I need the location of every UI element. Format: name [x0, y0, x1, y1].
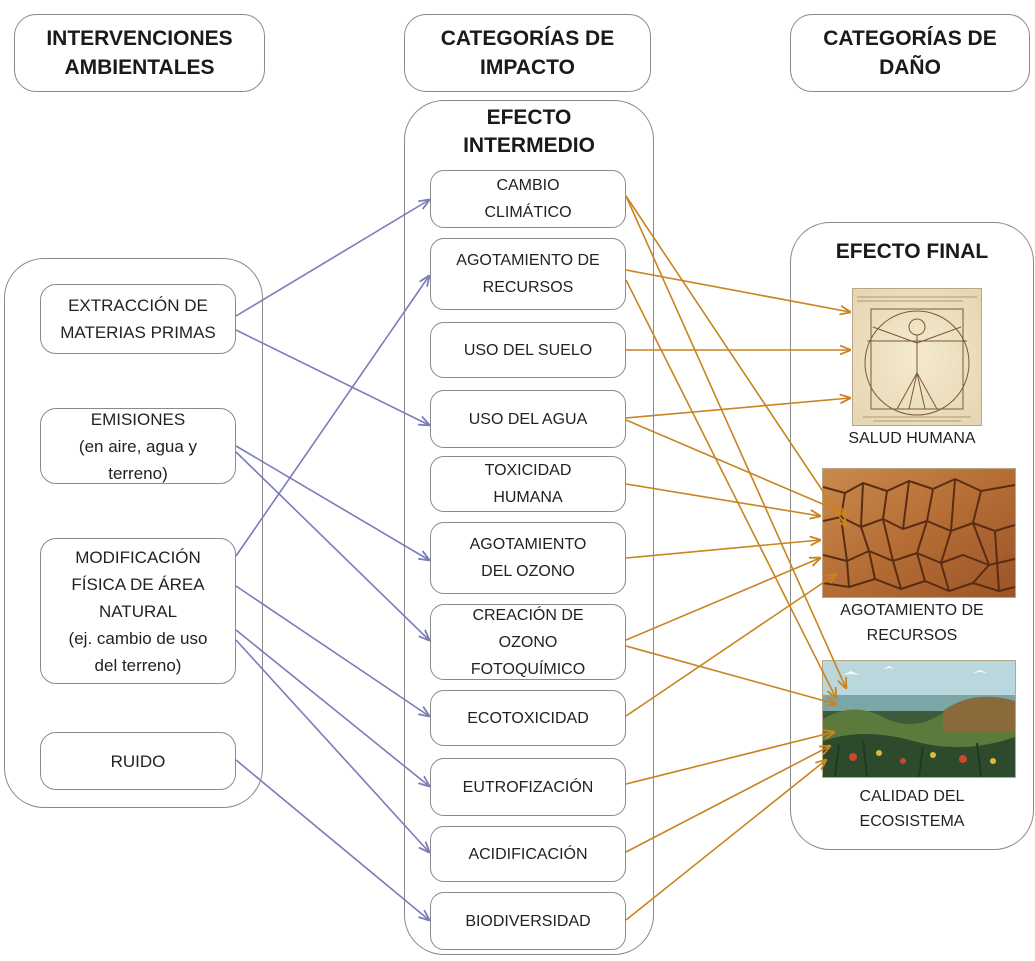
damage-resource-depletion-label: AGOTAMIENTO DE RECURSOS [840, 602, 984, 644]
final-effect-panel [790, 222, 1034, 850]
arrow-physical-to-eutrophication [235, 629, 429, 786]
category-acidification: ACIDIFICACIÓN [430, 826, 626, 882]
arrow-noise-to-biodiversity [235, 759, 429, 920]
damage-human-health-label: SALUD HUMANA [848, 430, 976, 447]
arrow-biodiversity-to-ecosystem [625, 760, 826, 921]
arrow-emissions-to-photochemical [235, 451, 429, 640]
category-photochemical-ozone: CREACIÓN DE OZONO FOTOQUÍMICO [430, 604, 626, 680]
interventions-panel [4, 258, 263, 808]
arrow-photochemical-to-resources [625, 558, 820, 641]
intervention-noise: RUIDO [40, 732, 236, 790]
arrow-toxicity-to-resources [625, 483, 820, 516]
header-damage-categories: CATEGORÍAS DE DAÑO [790, 14, 1030, 92]
intervention-raw-materials: EXTRACCIÓN DE MATERIAS PRIMAS [40, 284, 236, 354]
arrow-water-to-resources [625, 419, 846, 514]
category-human-toxicity: TOXICIDAD HUMANA [430, 456, 626, 512]
intermediate-effect-panel [404, 100, 654, 955]
arrow-ozone-to-resources [625, 540, 820, 559]
arrow-acidification-to-ecosystem [625, 746, 830, 853]
arrow-photochemical-to-ecosystem [625, 645, 836, 704]
arrow-raw-materials-to-climate [235, 200, 429, 317]
ecosystem-image [822, 660, 1016, 778]
intervention-emissions: EMISIONES (en aire, agua y terreno) [40, 408, 236, 484]
arrow-resources-to-health [625, 269, 850, 312]
arrow-physical-to-ecotoxicity [235, 585, 429, 716]
header-interventions: INTERVENCIONES AMBIENTALES [14, 14, 265, 92]
vitruvian-man-image [852, 288, 982, 426]
category-ecotoxicity: ECOTOXICIDAD [430, 690, 626, 746]
intermediate-effect-title: EFECTO INTERMEDIO [463, 106, 595, 157]
category-resource-depletion: AGOTAMIENTO DE RECURSOS [430, 238, 626, 310]
arrow-water-to-health [625, 398, 850, 419]
arrow-climate-to-ecosystem [625, 195, 846, 688]
category-ozone-depletion: AGOTAMIENTO DEL OZONO [430, 522, 626, 594]
category-climate-change: CAMBIO CLIMÁTICO [430, 170, 626, 228]
category-land-use: USO DEL SUELO [430, 322, 626, 378]
intervention-physical-modification: MODIFICACIÓN FÍSICA DE ÁREA NATURAL (ej.… [40, 538, 236, 684]
arrow-physical-to-resources [235, 276, 429, 557]
arrow-emissions-to-ozone-depletion [235, 445, 429, 560]
arrow-ecotoxicity-to-resources [625, 574, 836, 717]
header-impact-categories: CATEGORÍAS DE IMPACTO [404, 14, 651, 92]
arrow-raw-materials-to-water [235, 329, 429, 425]
arrow-climate-to-resources [625, 195, 846, 526]
category-water-use: USO DEL AGUA [430, 390, 626, 448]
category-eutrophication: EUTROFIZACIÓN [430, 758, 626, 816]
cracked-earth-image [822, 468, 1016, 598]
arrow-eutrophication-to-ecosystem [625, 732, 834, 785]
arrow-physical-to-acidification [235, 639, 429, 852]
damage-ecosystem-quality-label: CALIDAD DEL ECOSISTEMA [859, 788, 965, 830]
final-effect-title: EFECTO FINAL [835, 240, 989, 263]
